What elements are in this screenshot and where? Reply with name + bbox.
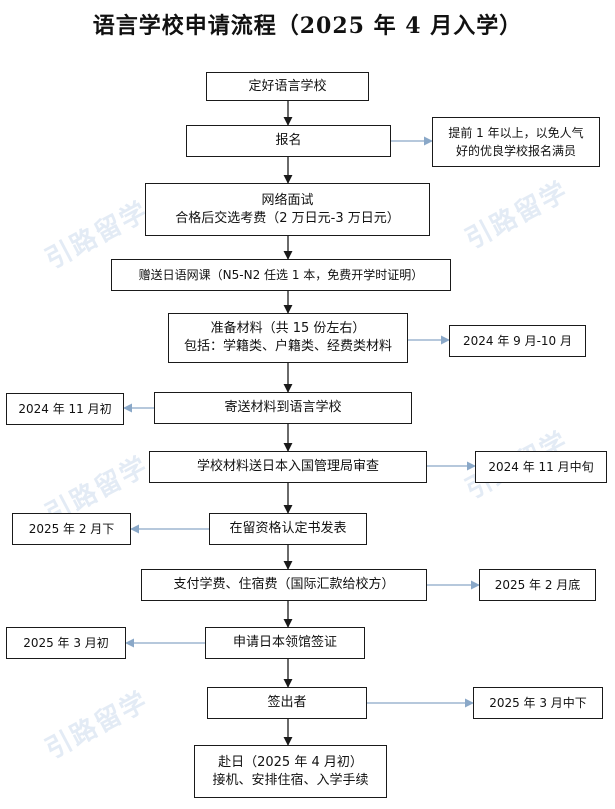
note-prepare-date: 2024 年 9 月-10 月 [449,325,586,357]
note-1-line-1: 提前 1 年以上，以免人气 [448,126,584,140]
step-prepare-materials: 准备材料（共 15 份左右） 包括：学籍类、户籍类、经费类材料 [168,313,408,363]
note-apply-early: 提前 1 年以上，以免人气 好的优良学校报名满员 [432,117,600,167]
page-title: 语言学校申请流程（2025 年 4 月入学） [92,13,523,39]
note-review-date: 2024 年 11 月中旬 [475,451,607,483]
step-interview: 网络面试 合格后交选考费（2 万日元-3 万日元） [145,183,430,236]
step-pay-fees: 支付学费、住宿费（国际汇款给校方） [141,569,427,601]
note-4-line-1: 2024 年 11 月中旬 [488,460,594,474]
note-visa-issued-date: 2025 年 3 月中下 [473,687,603,719]
step-3-line-1: 网络面试 [261,192,314,208]
step-5-line-1: 准备材料（共 15 份左右） [210,321,366,336]
note-2-line-1: 2024 年 9 月-10 月 [462,334,573,348]
side-arrows [123,136,480,708]
note-5-line-1: 2025 年 2 月下 [28,522,115,536]
note-7-line-1: 2025 年 3 月初 [23,636,109,650]
note-pay-date: 2025 年 2 月底 [479,569,596,601]
step-apply: 报名 [186,125,391,157]
step-immigration-review: 学校材料送日本入国管理局审查 [149,451,427,483]
step-3-line-2: 合格后交选考费（2 万日元-3 万日元） [175,210,400,226]
note-3-line-1: 2024 年 11 月初 [18,402,112,416]
step-12-line-2: 接机、安排住宿、入学手续 [212,772,369,788]
step-10-line-1: 申请日本领馆签证 [232,635,337,650]
step-5-line-2: 包括：学籍类、户籍类、经费类材料 [183,339,392,354]
step-1-line-1: 定好语言学校 [248,78,327,94]
note-1-line-2: 好的优良学校报名满员 [455,144,576,158]
note-visa-date: 2025 年 3 月初 [6,627,126,659]
note-8-line-1: 2025 年 3 月中下 [489,696,587,710]
step-11-line-1: 签出者 [267,695,307,710]
note-6-line-1: 2025 年 2 月底 [494,578,581,592]
step-depart-japan: 赴日（2025 年 4 月初） 接机、安排住宿、入学手续 [194,745,387,798]
step-coe-issued: 在留资格认定书发表 [209,513,367,545]
step-8-line-1: 在留资格认定书发表 [229,521,347,536]
step-visa-issued: 签出者 [207,687,367,719]
step-online-course: 赠送日语网课（N5-N2 任选 1 本，免费开学时证明） [111,259,451,291]
step-6-line-1: 寄送材料到语言学校 [224,400,342,415]
step-send-materials: 寄送材料到语言学校 [154,392,412,424]
step-9-line-1: 支付学费、住宿费（国际汇款给校方） [173,577,395,592]
step-choose-school: 定好语言学校 [206,72,369,101]
step-7-line-1: 学校材料送日本入国管理局审查 [196,459,379,474]
note-coe-date: 2025 年 2 月下 [12,513,131,545]
step-2-line-1: 报名 [275,133,302,148]
note-send-date: 2024 年 11 月初 [6,393,124,425]
step-4-line-1: 赠送日语网课（N5-N2 任选 1 本，免费开学时证明） [138,268,424,282]
step-12-line-1: 赴日（2025 年 4 月初） [218,754,363,770]
step-visa-application: 申请日本领馆签证 [205,627,365,659]
